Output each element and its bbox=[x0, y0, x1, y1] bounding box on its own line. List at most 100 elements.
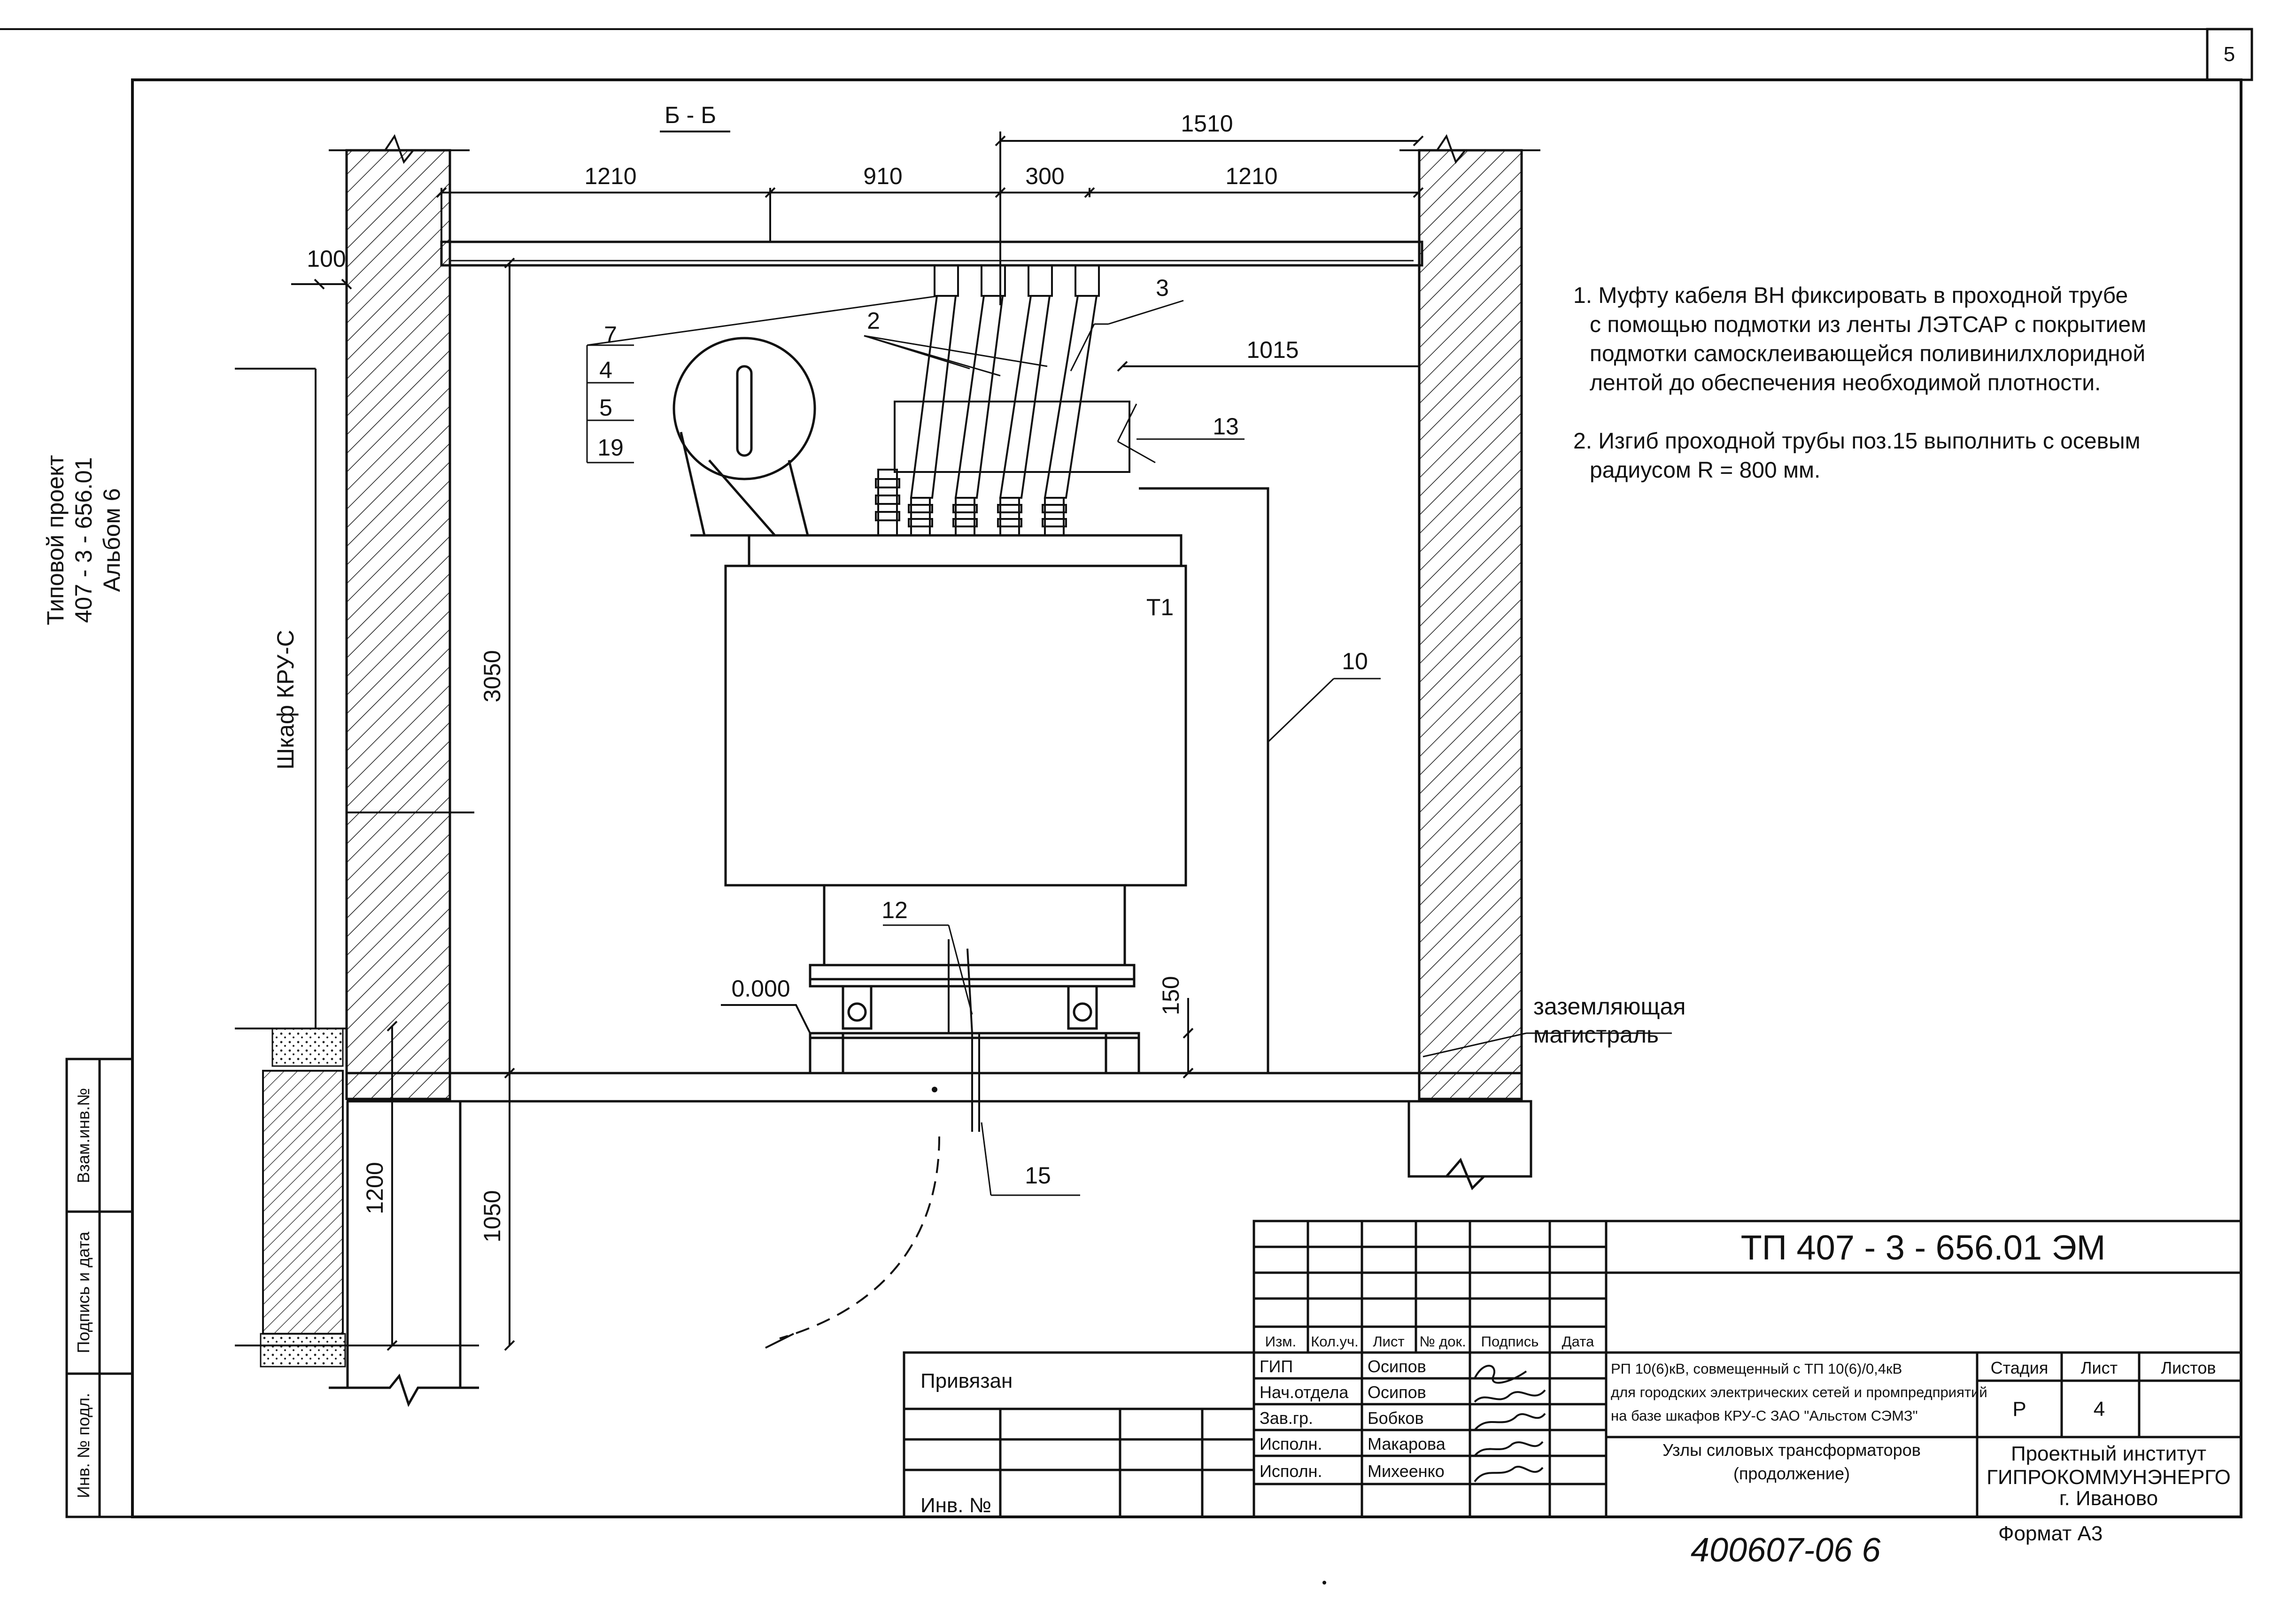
dim-level: 0.000 bbox=[731, 975, 790, 1002]
dim-wall-left: 100 bbox=[307, 246, 346, 272]
bracket-13 bbox=[894, 401, 1130, 473]
name-4: Макарова bbox=[1368, 1434, 1446, 1453]
sheet-name-line1: Узлы силовых трансформаторов bbox=[1662, 1440, 1921, 1460]
name-2: Осипов bbox=[1368, 1383, 1426, 1402]
dim-top-total: 1510 bbox=[1181, 110, 1233, 137]
transformer-label: Т1 bbox=[1146, 594, 1174, 620]
right-wall bbox=[1418, 149, 1523, 1100]
role-5: Исполн. bbox=[1260, 1461, 1322, 1481]
list-label: Лист bbox=[2081, 1358, 2118, 1377]
doc-code: ТП 407 - 3 - 656.01 ЭМ bbox=[1741, 1228, 2106, 1267]
dim-top-3: 300 bbox=[1025, 163, 1064, 189]
dim-height: 3050 bbox=[479, 650, 505, 702]
ceiling-rail bbox=[440, 240, 1423, 267]
privyazan-label: Привязан bbox=[920, 1369, 1013, 1392]
format-label: Формат А3 bbox=[1998, 1522, 2103, 1545]
note-1-line3: подмотки самосклеивающейся поливинилхлор… bbox=[1590, 341, 2145, 366]
callout-13: 13 bbox=[1213, 413, 1239, 440]
approval-stamp-col2: Подпись и дата bbox=[74, 1231, 93, 1353]
lists-label: Листов bbox=[2161, 1358, 2216, 1377]
callout-19: 19 bbox=[597, 434, 624, 461]
sheet-name-line2: (продолжение) bbox=[1733, 1464, 1850, 1483]
project-stamp-line1: Типовой проект bbox=[42, 455, 69, 626]
callout-12: 12 bbox=[881, 897, 908, 923]
approval-stamp-col3: Инв. № подл. bbox=[74, 1393, 93, 1498]
approval-stamp-col1: Взам.инв.№ bbox=[74, 1088, 93, 1183]
callout-3: 3 bbox=[1156, 275, 1169, 301]
dim-pit-2: 1050 bbox=[479, 1190, 505, 1242]
doc-description-line3: на базе шкафов КРУ-С ЗАО "Альстом СЭМЗ" bbox=[1611, 1407, 1918, 1424]
doc-description-line2: для городских электрических сетей и пром… bbox=[1611, 1384, 1987, 1400]
dimension-texts: 1510 1210 910 300 1210 100 1015 3050 150… bbox=[307, 110, 1299, 1243]
role-2: Нач.отдела bbox=[1260, 1383, 1349, 1402]
project-stamp-line2: 407 - 3 - 656.01 bbox=[70, 457, 97, 623]
name-5: Михеенко bbox=[1368, 1461, 1445, 1481]
dimension-lines bbox=[291, 131, 1424, 1351]
header-kol: Кол.уч. bbox=[1311, 1333, 1359, 1350]
list-value: 4 bbox=[2094, 1398, 2105, 1421]
stage-label: Стадия bbox=[1991, 1358, 2049, 1377]
notes: 1. Муфту кабеля ВН фиксировать в проходн… bbox=[1573, 283, 2146, 483]
scan-dot bbox=[1322, 1581, 1326, 1585]
doc-description-line1: РП 10(6)кВ, совмещенный с ТП 10(6)/0,4кВ bbox=[1611, 1361, 1902, 1377]
floor-slab bbox=[329, 1072, 1532, 1407]
cable-12 bbox=[948, 939, 973, 1034]
note-1-line4: лентой до обеспечения необходимой плотно… bbox=[1590, 371, 2101, 395]
dim-plinth: 150 bbox=[1158, 976, 1184, 1015]
project-stamp: Типовой проект 407 - 3 - 656.01 Альбом 6 bbox=[42, 455, 125, 626]
cabinet-label: Шкаф КРУ-С bbox=[272, 630, 299, 770]
signatures bbox=[1474, 1365, 1546, 1483]
leader-lines bbox=[586, 295, 1672, 1196]
ground-label-line2: магистраль bbox=[1533, 1021, 1659, 1048]
org-line3: г. Иваново bbox=[2059, 1487, 2158, 1510]
callouts: 2 3 7 4 5 19 13 10 12 15 bbox=[597, 275, 1368, 1189]
handwritten-inventory: 400607-06 6 bbox=[1691, 1531, 1881, 1569]
section-title: Б - Б bbox=[665, 102, 716, 128]
note-1-line2: с помощью подмотки из ленты ЛЭТСАР с пок… bbox=[1590, 312, 2146, 337]
transformer-plinths bbox=[809, 1032, 1140, 1075]
dim-top-1: 1210 bbox=[584, 163, 636, 189]
approval-stamp bbox=[65, 1058, 134, 1518]
org-line2: ГИПРОКОММУНЭНЕРГО bbox=[1987, 1466, 2231, 1489]
pipe-15 bbox=[765, 1033, 980, 1349]
header-list: Лист bbox=[1373, 1333, 1404, 1350]
bushings bbox=[875, 469, 1067, 536]
cable-terminations bbox=[910, 264, 1100, 499]
transformer bbox=[724, 534, 1187, 1073]
note-2-line2: радиусом R = 800 мм. bbox=[1590, 458, 1820, 483]
callout-2: 2 bbox=[867, 308, 880, 334]
note-1-line1: 1. Муфту кабеля ВН фиксировать в проходн… bbox=[1573, 283, 2128, 308]
header-izm: Изм. bbox=[1265, 1333, 1296, 1350]
name-1: Осипов bbox=[1368, 1357, 1426, 1376]
dim-top-2: 910 bbox=[863, 163, 902, 189]
dim-pit-1: 1200 bbox=[362, 1162, 388, 1214]
org-line1: Проектный институт bbox=[2011, 1442, 2206, 1465]
role-1: ГИП bbox=[1260, 1357, 1293, 1376]
callout-15: 15 bbox=[1025, 1162, 1051, 1189]
note-2-line1: 2. Изгиб проходной трубы поз.15 выполнит… bbox=[1573, 429, 2141, 454]
role-3: Зав.гр. bbox=[1260, 1408, 1313, 1428]
callout-7: 7 bbox=[604, 322, 617, 348]
role-4: Исполн. bbox=[1260, 1434, 1322, 1453]
dim-right-offset: 1015 bbox=[1246, 337, 1299, 363]
wall-break-marks bbox=[329, 134, 1540, 164]
dim-top-4: 1210 bbox=[1225, 163, 1277, 189]
title-block bbox=[903, 1220, 2242, 1518]
callout-5: 5 bbox=[599, 394, 612, 421]
ground-label-line1: заземляющая bbox=[1533, 993, 1686, 1020]
project-stamp-line3: Альбом 6 bbox=[99, 488, 125, 592]
pit-wall bbox=[235, 1028, 479, 1368]
stage-value: Р bbox=[2012, 1398, 2026, 1421]
header-sign: Подпись bbox=[1481, 1333, 1539, 1350]
header-doc: № док. bbox=[1419, 1333, 1466, 1350]
name-3: Бобков bbox=[1368, 1408, 1424, 1428]
grounding-conductor bbox=[1139, 487, 1269, 1073]
header-date: Дата bbox=[1562, 1333, 1594, 1350]
sheet-number: 5 bbox=[2224, 43, 2235, 66]
callout-4: 4 bbox=[599, 357, 612, 383]
inv-label: Инв. № bbox=[920, 1494, 991, 1517]
pipe-dot bbox=[932, 1087, 937, 1092]
conservator-tank bbox=[673, 337, 816, 537]
callout-10: 10 bbox=[1342, 648, 1368, 674]
